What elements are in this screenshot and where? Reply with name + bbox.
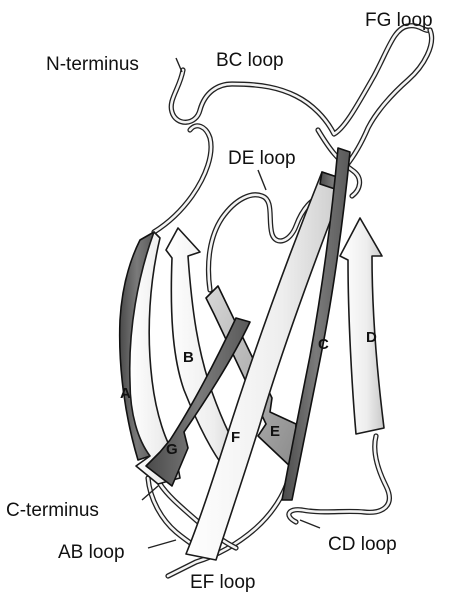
strand-g-label: G (166, 441, 178, 458)
strand-a-label: A (120, 385, 131, 402)
ef-loop-label: EF loop (190, 572, 255, 593)
c-terminus-label: C-terminus (6, 500, 99, 521)
strand-f-label: F (231, 429, 240, 446)
strand-b-label: B (183, 349, 194, 366)
strand-f (186, 172, 346, 560)
de-loop-label: DE loop (228, 148, 296, 169)
strand-e-label: E (270, 423, 280, 440)
bc-loop-label: BC loop (216, 50, 284, 71)
strand-d-label: D (366, 329, 377, 346)
n-terminus-label: N-terminus (46, 54, 139, 75)
strand-d (340, 218, 384, 434)
strand-c-label: C (318, 336, 329, 353)
cd-loop-label: CD loop (328, 534, 397, 555)
fg-loop-label: FG loop (365, 10, 433, 31)
ab-loop-label: AB loop (58, 542, 125, 563)
